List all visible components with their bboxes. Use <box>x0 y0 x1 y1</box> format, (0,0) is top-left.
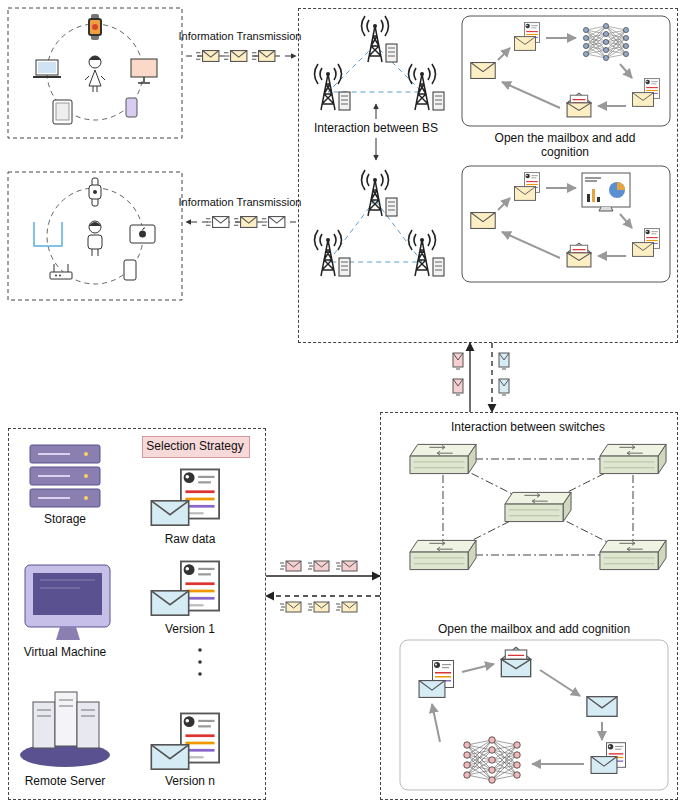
node-text: Raw data <box>140 532 240 546</box>
flow-arrow <box>266 595 380 596</box>
arrow-label: Information Transmission <box>176 196 304 209</box>
mailbox-cycle <box>462 166 670 282</box>
transmission-arrow <box>186 217 296 228</box>
group-box: StorageRaw dataVirtual Machine Version 1 R… <box>8 428 266 800</box>
mailbox-cycle <box>462 16 670 126</box>
arrow-label: Information Transmission <box>176 30 304 43</box>
transmission-arrow <box>186 51 296 62</box>
group-box: Interaction between switchesOpen the mai… <box>380 412 678 800</box>
node-text: Interaction between switches <box>430 420 626 434</box>
flow-arrow <box>469 343 470 412</box>
base-station-group <box>315 16 445 276</box>
device-group <box>8 172 182 300</box>
node-text: Selection Strategy <box>142 439 248 453</box>
group-box: Interaction between BS Open the mailbox a… <box>298 8 678 343</box>
strategy-tag: Selection Strategy <box>142 436 250 458</box>
node-text: Storage <box>15 512 115 526</box>
node-text: Open the mailbox and add cognition <box>490 131 640 159</box>
node-text: Open the mailbox and add cognition <box>414 622 654 636</box>
node-text: Virtual Machine <box>5 645 125 659</box>
node-text: Interaction between BS <box>301 121 451 135</box>
device-group <box>8 8 182 138</box>
switch-network <box>410 444 666 569</box>
storage-icons <box>20 445 110 767</box>
node-text: Version 1 <box>140 622 240 636</box>
node-text: Version n <box>140 774 240 788</box>
node-text: Remote Server <box>5 774 125 788</box>
mailbox-cycle <box>400 640 668 790</box>
message-icons <box>280 353 509 612</box>
flow-arrow <box>491 343 492 412</box>
flow-arrow <box>266 575 380 576</box>
data-versions <box>151 469 219 769</box>
